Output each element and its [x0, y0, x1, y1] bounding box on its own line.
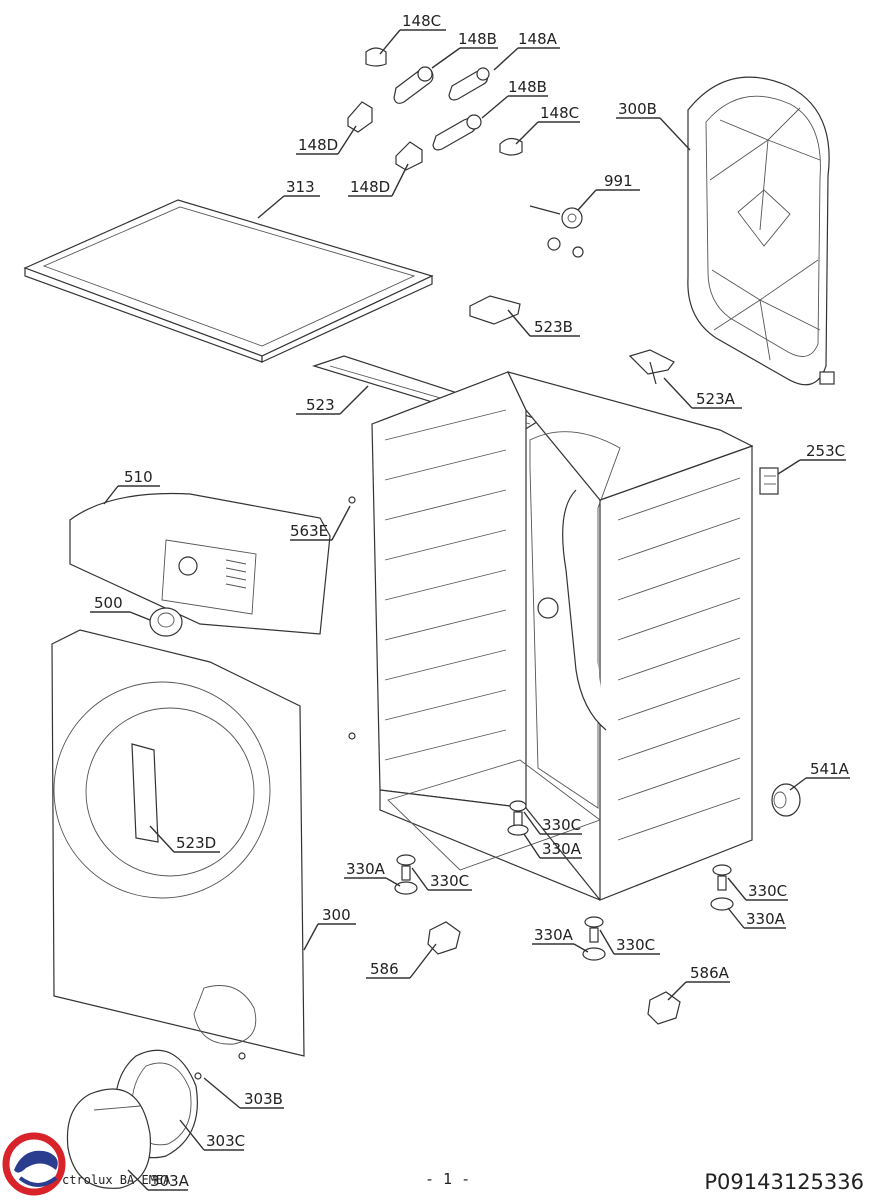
- label-303B: 303B: [244, 1090, 283, 1108]
- label-586: 586: [370, 960, 399, 978]
- door-303A: [66, 1088, 152, 1189]
- label-330A-b: 330A: [346, 860, 386, 878]
- label-303A: 303A: [150, 1172, 190, 1190]
- electrolux-logo: [2, 1132, 66, 1196]
- label-523: 523: [306, 396, 335, 414]
- label-523A: 523A: [696, 390, 736, 408]
- logo-blue-swirl-2: [18, 1176, 58, 1187]
- screw-303B-2: [238, 1052, 246, 1060]
- label-313: 313: [286, 178, 315, 196]
- brackets-523: [469, 295, 675, 385]
- label-148C-mid: 148C: [540, 104, 579, 122]
- label-148B-mid: 148B: [508, 78, 547, 96]
- footer-document-code: P09143125336: [704, 1170, 864, 1194]
- label-303C: 303C: [206, 1132, 245, 1150]
- screw-side: [348, 732, 356, 740]
- screw-303B: [194, 1072, 202, 1080]
- label-148A: 148A: [518, 30, 558, 48]
- label-330A-c: 330A: [746, 910, 786, 928]
- label-148C-top: 148C: [402, 12, 441, 30]
- control-panel-510: [69, 492, 331, 635]
- label-330C-d: 330C: [616, 936, 655, 954]
- label-330A-d: 330A: [534, 926, 574, 944]
- label-330A-a: 330A: [542, 840, 582, 858]
- label-253C: 253C: [806, 442, 845, 460]
- part-586A: [647, 991, 681, 1025]
- label-523B: 523B: [534, 318, 573, 336]
- label-523D: 523D: [176, 834, 216, 852]
- label-300: 300: [322, 906, 351, 924]
- rear-cover-300B: [687, 76, 835, 386]
- hinge-parts-148: [347, 47, 523, 171]
- knob-500: [149, 607, 183, 637]
- footer-brand-text: ctrolux BA EMEA: [62, 1173, 171, 1187]
- clip-253C: [759, 467, 779, 495]
- part-991: [529, 205, 584, 258]
- front-panel-300: [51, 629, 305, 1057]
- label-586A: 586A: [690, 964, 730, 982]
- label-148D-mid: 148D: [350, 178, 390, 196]
- label-330C-a: 330C: [542, 816, 581, 834]
- cabinet: [371, 371, 754, 901]
- part-541A: [771, 783, 801, 817]
- label-148D-left: 148D: [298, 136, 338, 154]
- label-330C-b: 330C: [430, 872, 469, 890]
- logo-red-ring: [2, 1132, 66, 1196]
- top-panel-313: [23, 199, 434, 363]
- label-148B-top: 148B: [458, 30, 497, 48]
- label-300B: 300B: [618, 100, 657, 118]
- leader-lines: [90, 29, 850, 1191]
- label-500: 500: [94, 594, 123, 612]
- label-563E: 563E: [290, 522, 328, 540]
- part-labels: 148C 148B 148A 148B 148C 148D 148D 300B …: [94, 12, 850, 1190]
- label-541A: 541A: [810, 760, 850, 778]
- screw-563E: [348, 496, 356, 504]
- part-586: [427, 921, 461, 955]
- label-510: 510: [124, 468, 153, 486]
- footer-page-number: - 1 -: [425, 1170, 471, 1188]
- label-330C-c: 330C: [748, 882, 787, 900]
- feet-330: [394, 800, 734, 961]
- logo-blue-swirl: [14, 1150, 58, 1173]
- label-991: 991: [604, 172, 633, 190]
